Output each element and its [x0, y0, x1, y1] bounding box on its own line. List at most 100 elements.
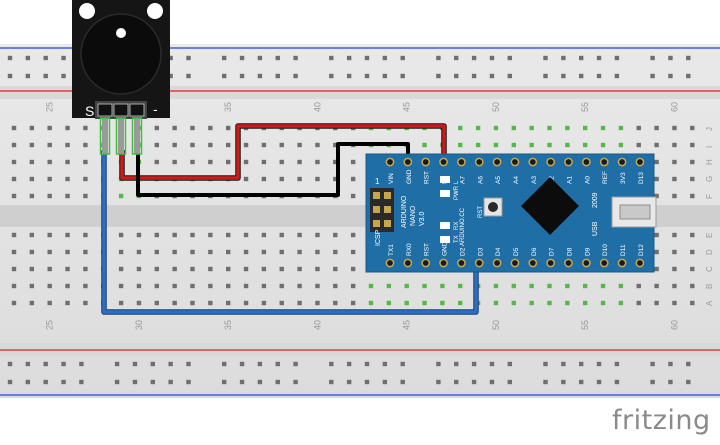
- rail-hole: [596, 55, 602, 61]
- breadboard-hole: [154, 300, 159, 306]
- breadboard-hole: [154, 283, 159, 289]
- breadboard-hole: [208, 125, 213, 131]
- rail-hole: [364, 73, 370, 79]
- pin-hole-a0[interactable]: [582, 157, 591, 167]
- rail-hole: [561, 73, 566, 79]
- breadboard-hole: [190, 232, 195, 238]
- rail-hole: [436, 73, 441, 79]
- pin-hole-d10[interactable]: [599, 258, 609, 268]
- pin-hole-rst[interactable]: [421, 258, 431, 268]
- pin-hole-a1[interactable]: [564, 157, 573, 167]
- breadboard-hole: [11, 193, 17, 199]
- breadboard-hole: [458, 283, 463, 289]
- pin-hole-d11[interactable]: [617, 258, 627, 268]
- wire-black-gnd[interactable]: [136, 142, 410, 197]
- pin-hole-a5[interactable]: [492, 157, 502, 167]
- breadboard-hole: [690, 232, 695, 238]
- buzzer-sound-hole: [116, 28, 126, 38]
- rail-hole: [668, 73, 673, 79]
- breadboard-hole: [654, 300, 659, 306]
- column-number-top: 35: [223, 102, 233, 112]
- breadboard-hole: [47, 283, 52, 289]
- rail-hole: [150, 361, 155, 367]
- pin-hole-a3[interactable]: [528, 157, 538, 167]
- buzzer-module[interactable]: S -: [72, 0, 170, 155]
- breadboard-hole: [654, 142, 659, 148]
- pin-label-vin: VIN: [388, 173, 395, 184]
- pin-hole-rst[interactable]: [421, 157, 431, 167]
- breadboard-hole: [315, 249, 320, 255]
- breadboard-hole: [243, 283, 249, 289]
- rail-hole: [346, 361, 352, 367]
- pin-hole-tx1[interactable]: [385, 258, 395, 268]
- rail-hole: [79, 361, 84, 367]
- pin-hole-vin[interactable]: [385, 157, 395, 167]
- pin-hole-d9[interactable]: [582, 258, 591, 268]
- rail-hole: [686, 361, 691, 367]
- breadboard-hole: [690, 266, 695, 272]
- breadboard-hole: [208, 300, 213, 306]
- pin-hole-ref[interactable]: [599, 157, 609, 167]
- pin-hole-a7[interactable]: [457, 157, 466, 167]
- breadboard-hole: [118, 232, 124, 238]
- reset-button-label: RST: [478, 206, 484, 218]
- pin-label-a7: A7: [459, 176, 466, 184]
- rail-hole: [25, 361, 31, 367]
- breadboard-hole: [83, 176, 88, 182]
- breadboard-hole: [136, 249, 142, 255]
- buzzer-pin-middle: [113, 103, 129, 117]
- breadboard-hole: [243, 266, 249, 272]
- breadboard-hole: [297, 249, 302, 255]
- pin-hole-d4[interactable]: [492, 258, 502, 268]
- breadboard-hole: [690, 142, 695, 148]
- breadboard-hole: [261, 266, 267, 272]
- breadboard-hole: [172, 283, 177, 289]
- rail-hole: [222, 361, 227, 367]
- rail-hole: [454, 361, 459, 367]
- breadboard-hole: [29, 125, 35, 131]
- pin-hole-d3[interactable]: [474, 258, 484, 268]
- breadboard-hole: [83, 142, 88, 148]
- pin-label-d5: D5: [513, 247, 520, 256]
- breadboard-hole: [565, 300, 570, 306]
- breadboard-hole: [600, 300, 606, 306]
- rail-hole: [222, 379, 227, 385]
- breadboard-hole: [118, 266, 124, 272]
- breadboard-hole: [261, 232, 267, 238]
- rail-hole: [400, 379, 405, 385]
- pin-hole-d12[interactable]: [635, 258, 645, 268]
- arduino-nano[interactable]: VINGNDRST5VA7A6A5A4A3A2A1A0REF3V3D13 TX1…: [365, 153, 657, 273]
- breadboard-hole: [226, 159, 231, 165]
- pin-hole-a6[interactable]: [474, 157, 484, 167]
- breadboard-hole: [208, 159, 213, 165]
- breadboard-hole: [529, 142, 534, 148]
- breadboard-hole: [118, 283, 124, 289]
- breadboard-hole: [65, 249, 70, 255]
- pin-hole-a4[interactable]: [510, 157, 520, 167]
- pin-hole-gnd[interactable]: [439, 258, 448, 268]
- rail-hole: [436, 55, 441, 61]
- wire-blue-signal-d3[interactable]: [102, 150, 478, 314]
- pin-hole-3v3[interactable]: [617, 157, 627, 167]
- rail-hole: [614, 73, 620, 79]
- breadboard-hole: [226, 266, 231, 272]
- pin-hole-d5[interactable]: [510, 258, 520, 268]
- pin-hole-5v[interactable]: [439, 157, 448, 167]
- led-rx: [440, 222, 450, 229]
- wire-red-5v[interactable]: [120, 124, 446, 180]
- pin-hole-gnd[interactable]: [403, 157, 413, 167]
- breadboard-hole: [297, 232, 302, 238]
- pin-hole-d13[interactable]: [635, 157, 645, 167]
- pin-hole-d8[interactable]: [564, 258, 573, 268]
- pin-hole-d6[interactable]: [528, 258, 538, 268]
- breadboard-hole: [475, 142, 481, 148]
- rail-hole: [436, 379, 441, 385]
- breadboard-hole: [511, 142, 516, 148]
- breadboard-hole: [315, 300, 320, 306]
- pin-hole-rx0[interactable]: [403, 258, 413, 268]
- breadboard-hole: [493, 125, 499, 131]
- pin-hole-d7[interactable]: [546, 258, 556, 268]
- pin-hole-a2[interactable]: [546, 157, 556, 167]
- buzzer-leg-middle-highlight: [115, 117, 127, 155]
- pin-hole-d2[interactable]: [457, 258, 466, 268]
